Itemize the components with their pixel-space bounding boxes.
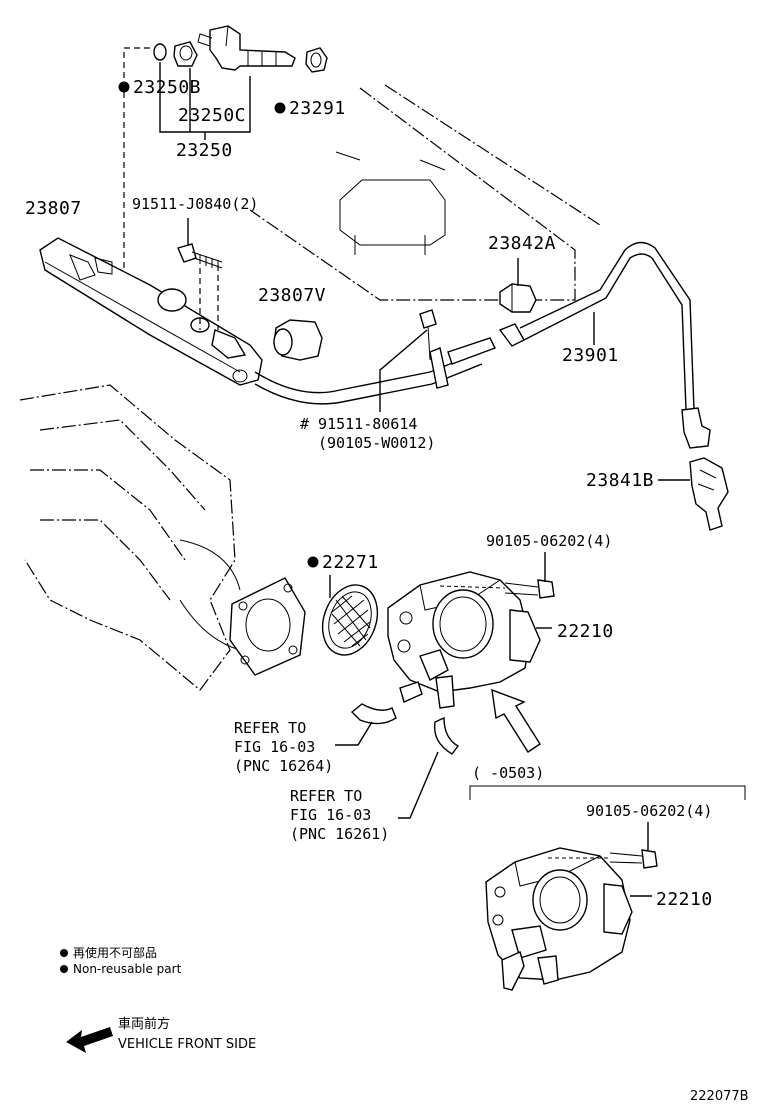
callout-23291: 23291 <box>289 98 346 119</box>
throttle-body-22210-b <box>485 847 633 991</box>
refer-a-line2: FIG 16-03 <box>234 738 315 756</box>
grommet-23250C <box>173 41 198 67</box>
fuel-hose-23901 <box>498 241 711 449</box>
engine-outline <box>249 84 601 301</box>
callout-alt-w0012: (90105-W0012) <box>318 434 435 452</box>
insulator-23291 <box>305 47 328 73</box>
refer-b-line3: (PNC 16261) <box>290 825 389 843</box>
callout-23807: 23807 <box>25 198 82 219</box>
date-range: ( -0503) <box>472 764 544 782</box>
front-side-jp: 車両前方 <box>118 1016 170 1032</box>
intake-manifold-outline <box>19 384 241 691</box>
callout-23250C: 23250C <box>178 105 246 126</box>
refer-b-line1: REFER TO <box>290 787 362 805</box>
legend-nonreusable-en: Non-reusable part <box>73 962 182 976</box>
o-ring-23250B <box>153 43 167 61</box>
callout-bolt-80614: # 91511-80614 <box>300 415 417 433</box>
callout-23250: 23250 <box>176 140 233 161</box>
fuel-delivery-pipe <box>39 237 496 405</box>
bolt-90105-06202-b <box>548 849 658 869</box>
bolt-91511-J0840 <box>177 243 223 270</box>
refer-a-line1: REFER TO <box>234 719 306 737</box>
callout-bolt-j0840: 91511-J0840(2) <box>132 195 258 213</box>
callout-bolt-06202-b: 90105-06202(4) <box>586 802 712 820</box>
refer-b-line2: FIG 16-03 <box>290 806 371 824</box>
nonreusable-dot-icon <box>60 965 68 973</box>
refer-a-line3: (PNC 16264) <box>234 757 333 775</box>
figure-code: 222077B <box>690 1089 749 1104</box>
legend-nonreusable-jp: 再使用不可部品 <box>73 945 157 960</box>
vehicle-front-arrow-icon <box>66 1027 113 1053</box>
connector-23841B <box>689 457 729 531</box>
injector-23250 <box>209 25 296 71</box>
nonreusable-dot-icon <box>60 949 68 957</box>
nonreusable-dot-icon <box>307 556 319 568</box>
front-side-indicator: 車両前方 VEHICLE FRONT SIDE <box>66 1016 256 1053</box>
hose-16261 <box>433 716 460 755</box>
callout-23901: 23901 <box>562 345 619 366</box>
nonreusable-dot-icon <box>274 102 286 114</box>
callout-22210-b: 22210 <box>656 889 713 910</box>
front-side-en: VEHICLE FRONT SIDE <box>118 1037 256 1052</box>
fuel-injector-assembly <box>153 25 328 73</box>
bolt-91511-80614 <box>419 309 437 361</box>
gasket-22271 <box>321 584 379 656</box>
nonreusable-dot-icon <box>118 81 130 93</box>
legend: 再使用不可部品 Non-reusable part <box>60 945 182 976</box>
callout-23842A: 23842A <box>488 233 556 254</box>
callout-23250B: 23250B <box>133 77 201 98</box>
callout-23841B: 23841B <box>586 470 654 491</box>
pulsation-damper-23807V <box>273 319 323 361</box>
airflow-arrow-icon <box>491 688 541 753</box>
manifold-flange <box>229 577 306 676</box>
bolt-90105-06202-a <box>439 579 555 599</box>
throttle-body-22210-a <box>387 571 541 709</box>
callout-bolt-06202-a: 90105-06202(4) <box>486 532 612 550</box>
hose-16264 <box>350 703 397 725</box>
callout-22271: 22271 <box>322 552 379 573</box>
callout-22210-a: 22210 <box>557 621 614 642</box>
callout-23807V: 23807V <box>258 285 326 306</box>
clamp-23842A <box>499 283 537 313</box>
